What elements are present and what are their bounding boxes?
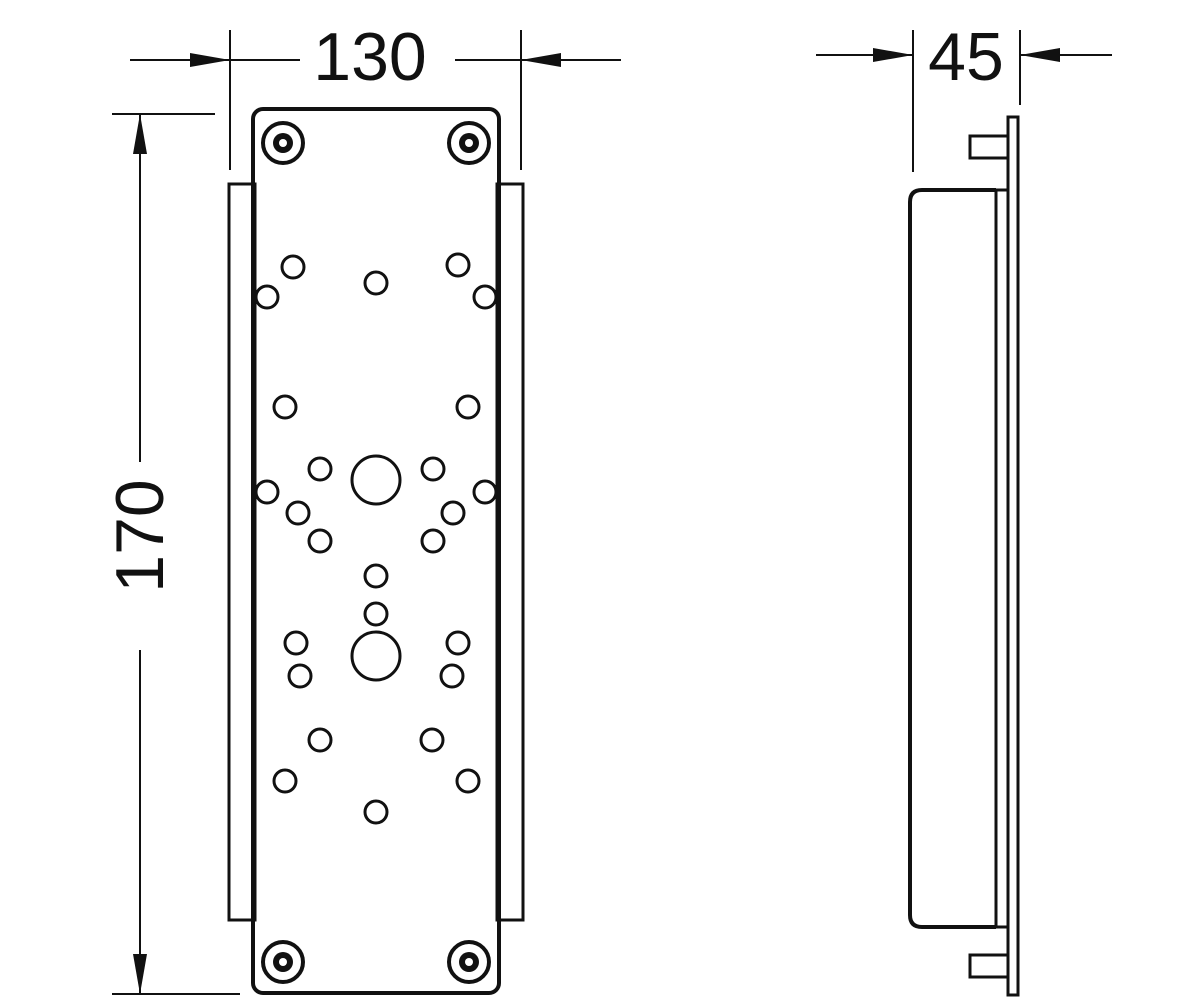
- front-view: [227, 107, 525, 995]
- screw-icon: [261, 121, 305, 165]
- mounting-hole: [283, 630, 309, 656]
- screw-icon: [447, 940, 491, 984]
- width-dimension-label: 130: [313, 19, 426, 95]
- mounting-hole: [419, 727, 445, 753]
- screw-icon: [261, 940, 305, 984]
- height-dimension: 170: [102, 113, 240, 995]
- side-pin-top: [968, 134, 1010, 160]
- mounting-hole: [420, 456, 446, 482]
- mounting-plate: [251, 107, 501, 995]
- mounting-hole: [307, 528, 333, 554]
- depth-dimension: 45: [816, 19, 1112, 172]
- mounting-hole: [272, 768, 298, 794]
- mounting-hole: [285, 500, 311, 526]
- mounting-hole: [472, 284, 498, 310]
- mounting-hole: [440, 500, 466, 526]
- pass-through-hole: [350, 630, 402, 682]
- corner-screws: [261, 121, 491, 984]
- mounting-hole: [287, 663, 313, 689]
- mounting-hole: [445, 630, 471, 656]
- mounting-hole: [280, 254, 306, 280]
- hole-pattern: [254, 252, 498, 825]
- housing-body: [908, 188, 996, 929]
- mounting-hole: [272, 394, 298, 420]
- side-plate-outer: [994, 188, 1010, 929]
- mounting-hole: [445, 252, 471, 278]
- mounting-hole: [363, 270, 389, 296]
- width-dimension: 130: [130, 19, 621, 170]
- mounting-hole: [439, 663, 465, 689]
- screw-icon: [447, 121, 491, 165]
- mounting-hole: [472, 479, 498, 505]
- depth-dimension-label: 45: [928, 19, 1004, 95]
- side-view: [908, 115, 1020, 997]
- side-cover-plate: [1006, 115, 1020, 997]
- pass-through-hole: [350, 454, 402, 506]
- mounting-hole: [307, 456, 333, 482]
- mounting-hole: [254, 479, 280, 505]
- mounting-hole: [254, 284, 280, 310]
- mounting-hole: [420, 528, 446, 554]
- mounting-hole: [455, 394, 481, 420]
- height-dimension-label: 170: [102, 479, 178, 592]
- mounting-hole: [455, 768, 481, 794]
- mounting-hole: [363, 563, 389, 589]
- side-pin-bottom: [968, 953, 1010, 979]
- mounting-hole: [307, 727, 333, 753]
- mounting-hole: [363, 601, 389, 627]
- mounting-hole: [363, 799, 389, 825]
